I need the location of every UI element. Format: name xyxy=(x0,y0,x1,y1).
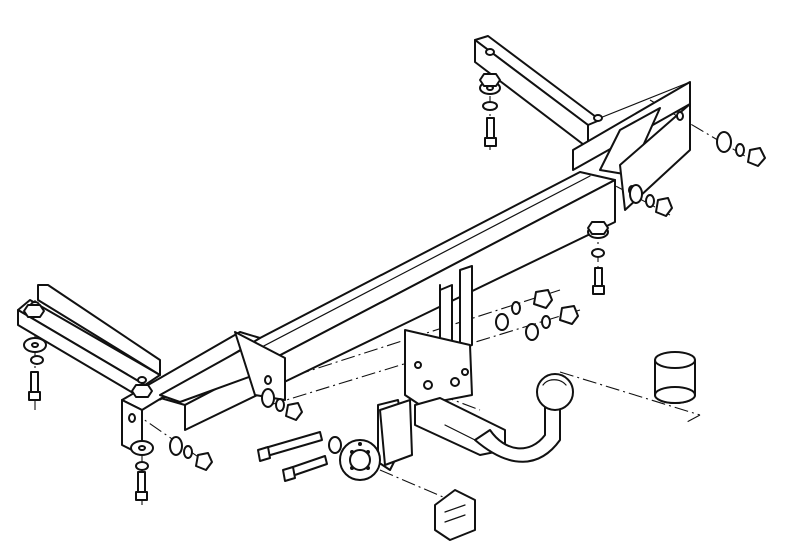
wiring-connector xyxy=(434,489,476,541)
electrical-socket xyxy=(339,439,381,481)
bolt-vertical-left-bottom xyxy=(135,471,148,501)
bolt-horizontal-lower xyxy=(282,455,328,482)
tow-mounting-plate xyxy=(404,265,473,406)
bolt-vertical-right-top xyxy=(484,117,497,147)
bolt-horizontal-upper xyxy=(257,431,323,462)
right-side-bracket xyxy=(474,35,691,211)
tow-ball-neck xyxy=(414,373,574,463)
socket-plate xyxy=(377,399,413,471)
tow-ball-cover xyxy=(654,351,696,404)
bolts xyxy=(28,117,605,501)
left-side-bracket xyxy=(17,284,286,456)
nuts xyxy=(23,73,766,471)
bolt-vertical-left-top xyxy=(28,371,41,401)
bolt-vertical-right-mid xyxy=(592,267,605,295)
